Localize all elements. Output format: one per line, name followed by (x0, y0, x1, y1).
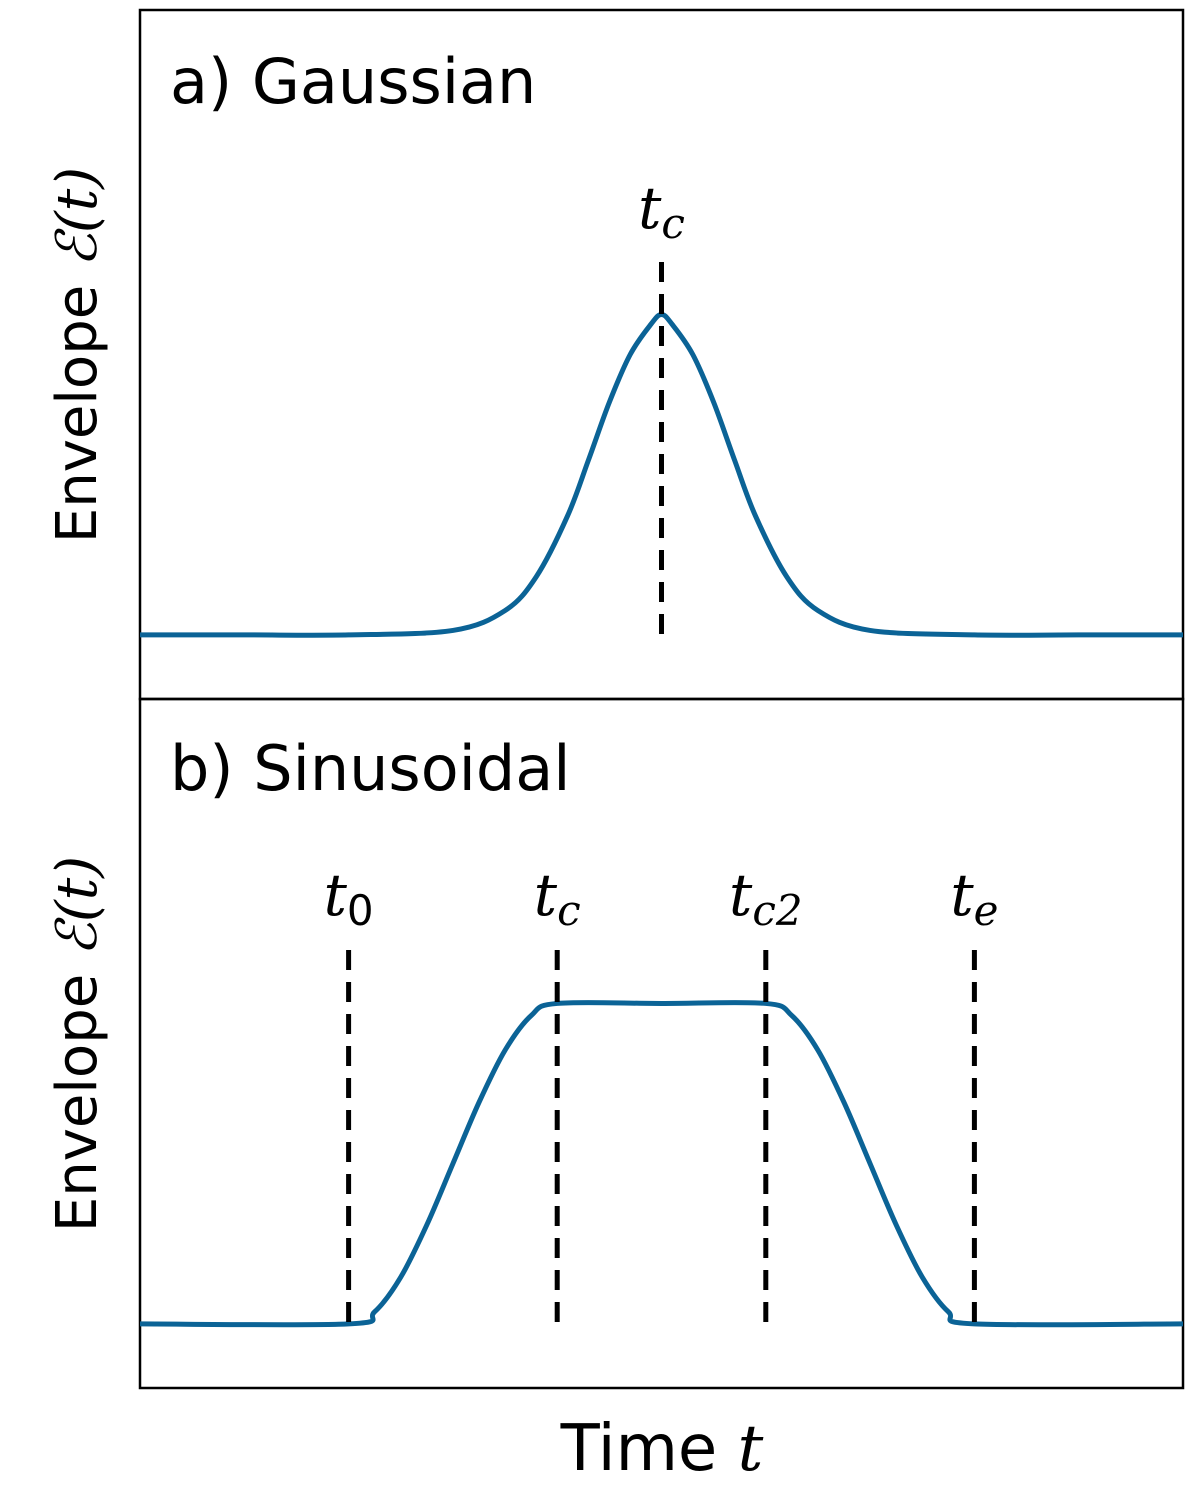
marker-label-t-e: te (950, 861, 998, 935)
panel-b-ylabel-var: ℰ(t) (45, 856, 110, 956)
svg-text:Envelope ℰ(t): Envelope ℰ(t) (45, 856, 110, 1232)
svg-text:Envelope ℰ(t): Envelope ℰ(t) (45, 167, 110, 543)
x-axis-label-var: t (738, 1412, 764, 1486)
panel-sinusoidal: b) Sinusoidal Envelope ℰ(t) t0 tc tc2 te (45, 697, 1185, 1390)
panel-gaussian: a) Gaussian Envelope ℰ(t) tc (45, 8, 1185, 701)
marker-label-t-c: tc (638, 174, 685, 248)
marker-label-t-c: tc (534, 861, 581, 935)
x-axis-label: Time t (560, 1412, 764, 1486)
marker-label-t-0: t0 (324, 861, 374, 935)
envelope-series-line (139, 1000, 1184, 1328)
marker-label-t-c2: tc2 (729, 861, 803, 935)
panel-a-title: a) Gaussian (170, 45, 536, 118)
panel-b-frame (138, 697, 1185, 1390)
panel-a-ylabel: Envelope ℰ(t) (45, 167, 110, 543)
panel-b-title: b) Sinusoidal (170, 732, 570, 805)
x-axis-label-text: Time (560, 1412, 738, 1486)
envelope-series-line (139, 311, 1183, 638)
panel-a-ylabel-var: ℰ(t) (45, 167, 110, 267)
panel-b-ylabel-text: Envelope (45, 956, 110, 1232)
panel-a-ylabel-text: Envelope (45, 267, 110, 543)
panel-b-ylabel: Envelope ℰ(t) (45, 856, 110, 1232)
